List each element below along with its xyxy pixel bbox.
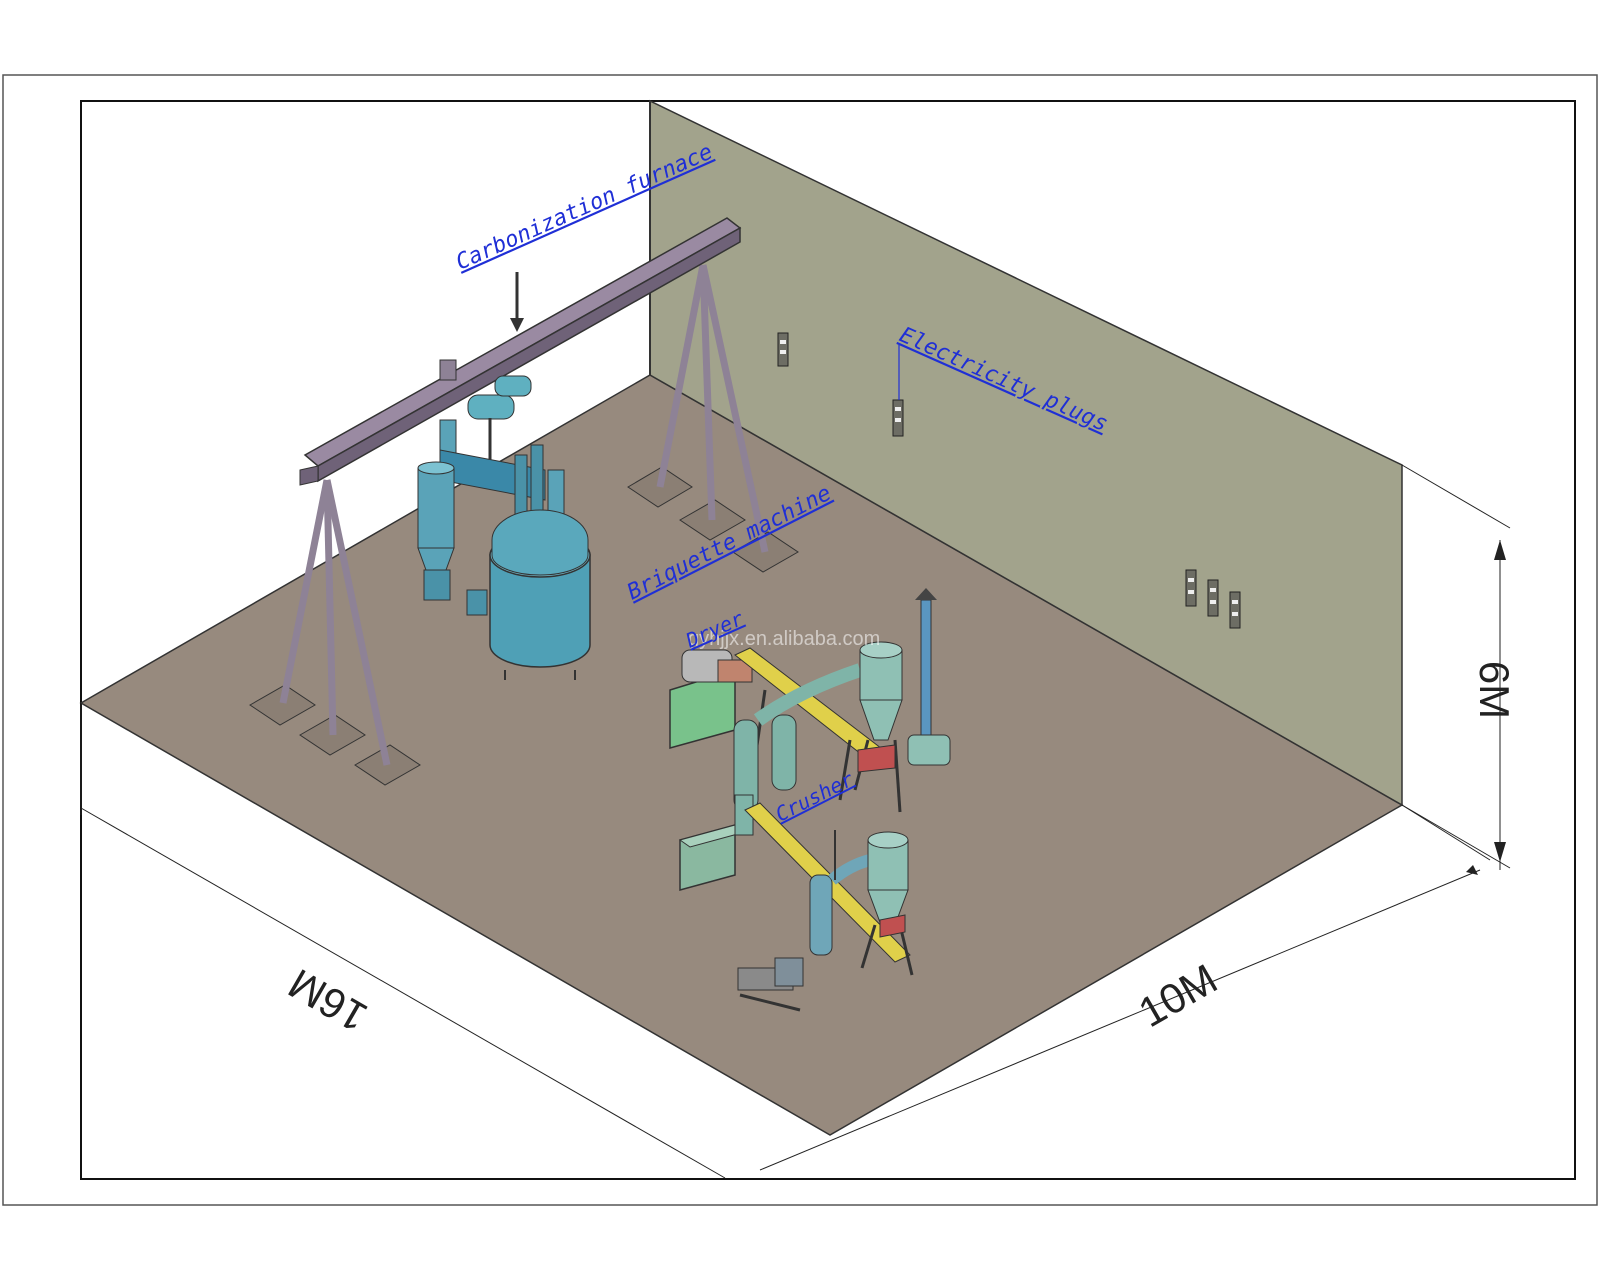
dimension-6m-label: 6M — [1471, 661, 1518, 719]
gantry-crane — [249, 217, 799, 786]
plug-strip-icon — [1185, 569, 1197, 607]
plug-strip-icon — [1229, 591, 1241, 629]
dryer-line — [669, 588, 951, 813]
plug-strip-icon — [1207, 579, 1219, 617]
carbonization-furnace — [417, 359, 591, 680]
watermark: gyhjjx.en.alibaba.com — [688, 628, 880, 650]
dimension-6m: 6M — [1401, 464, 1518, 870]
plug-strip-icon — [892, 399, 904, 437]
electricity-plugs-group — [777, 332, 1241, 629]
outer-frame — [2, 74, 1598, 1206]
furnace-arrow-icon — [510, 272, 524, 332]
plug-strip-icon — [777, 332, 789, 367]
crusher-line — [678, 794, 914, 1012]
